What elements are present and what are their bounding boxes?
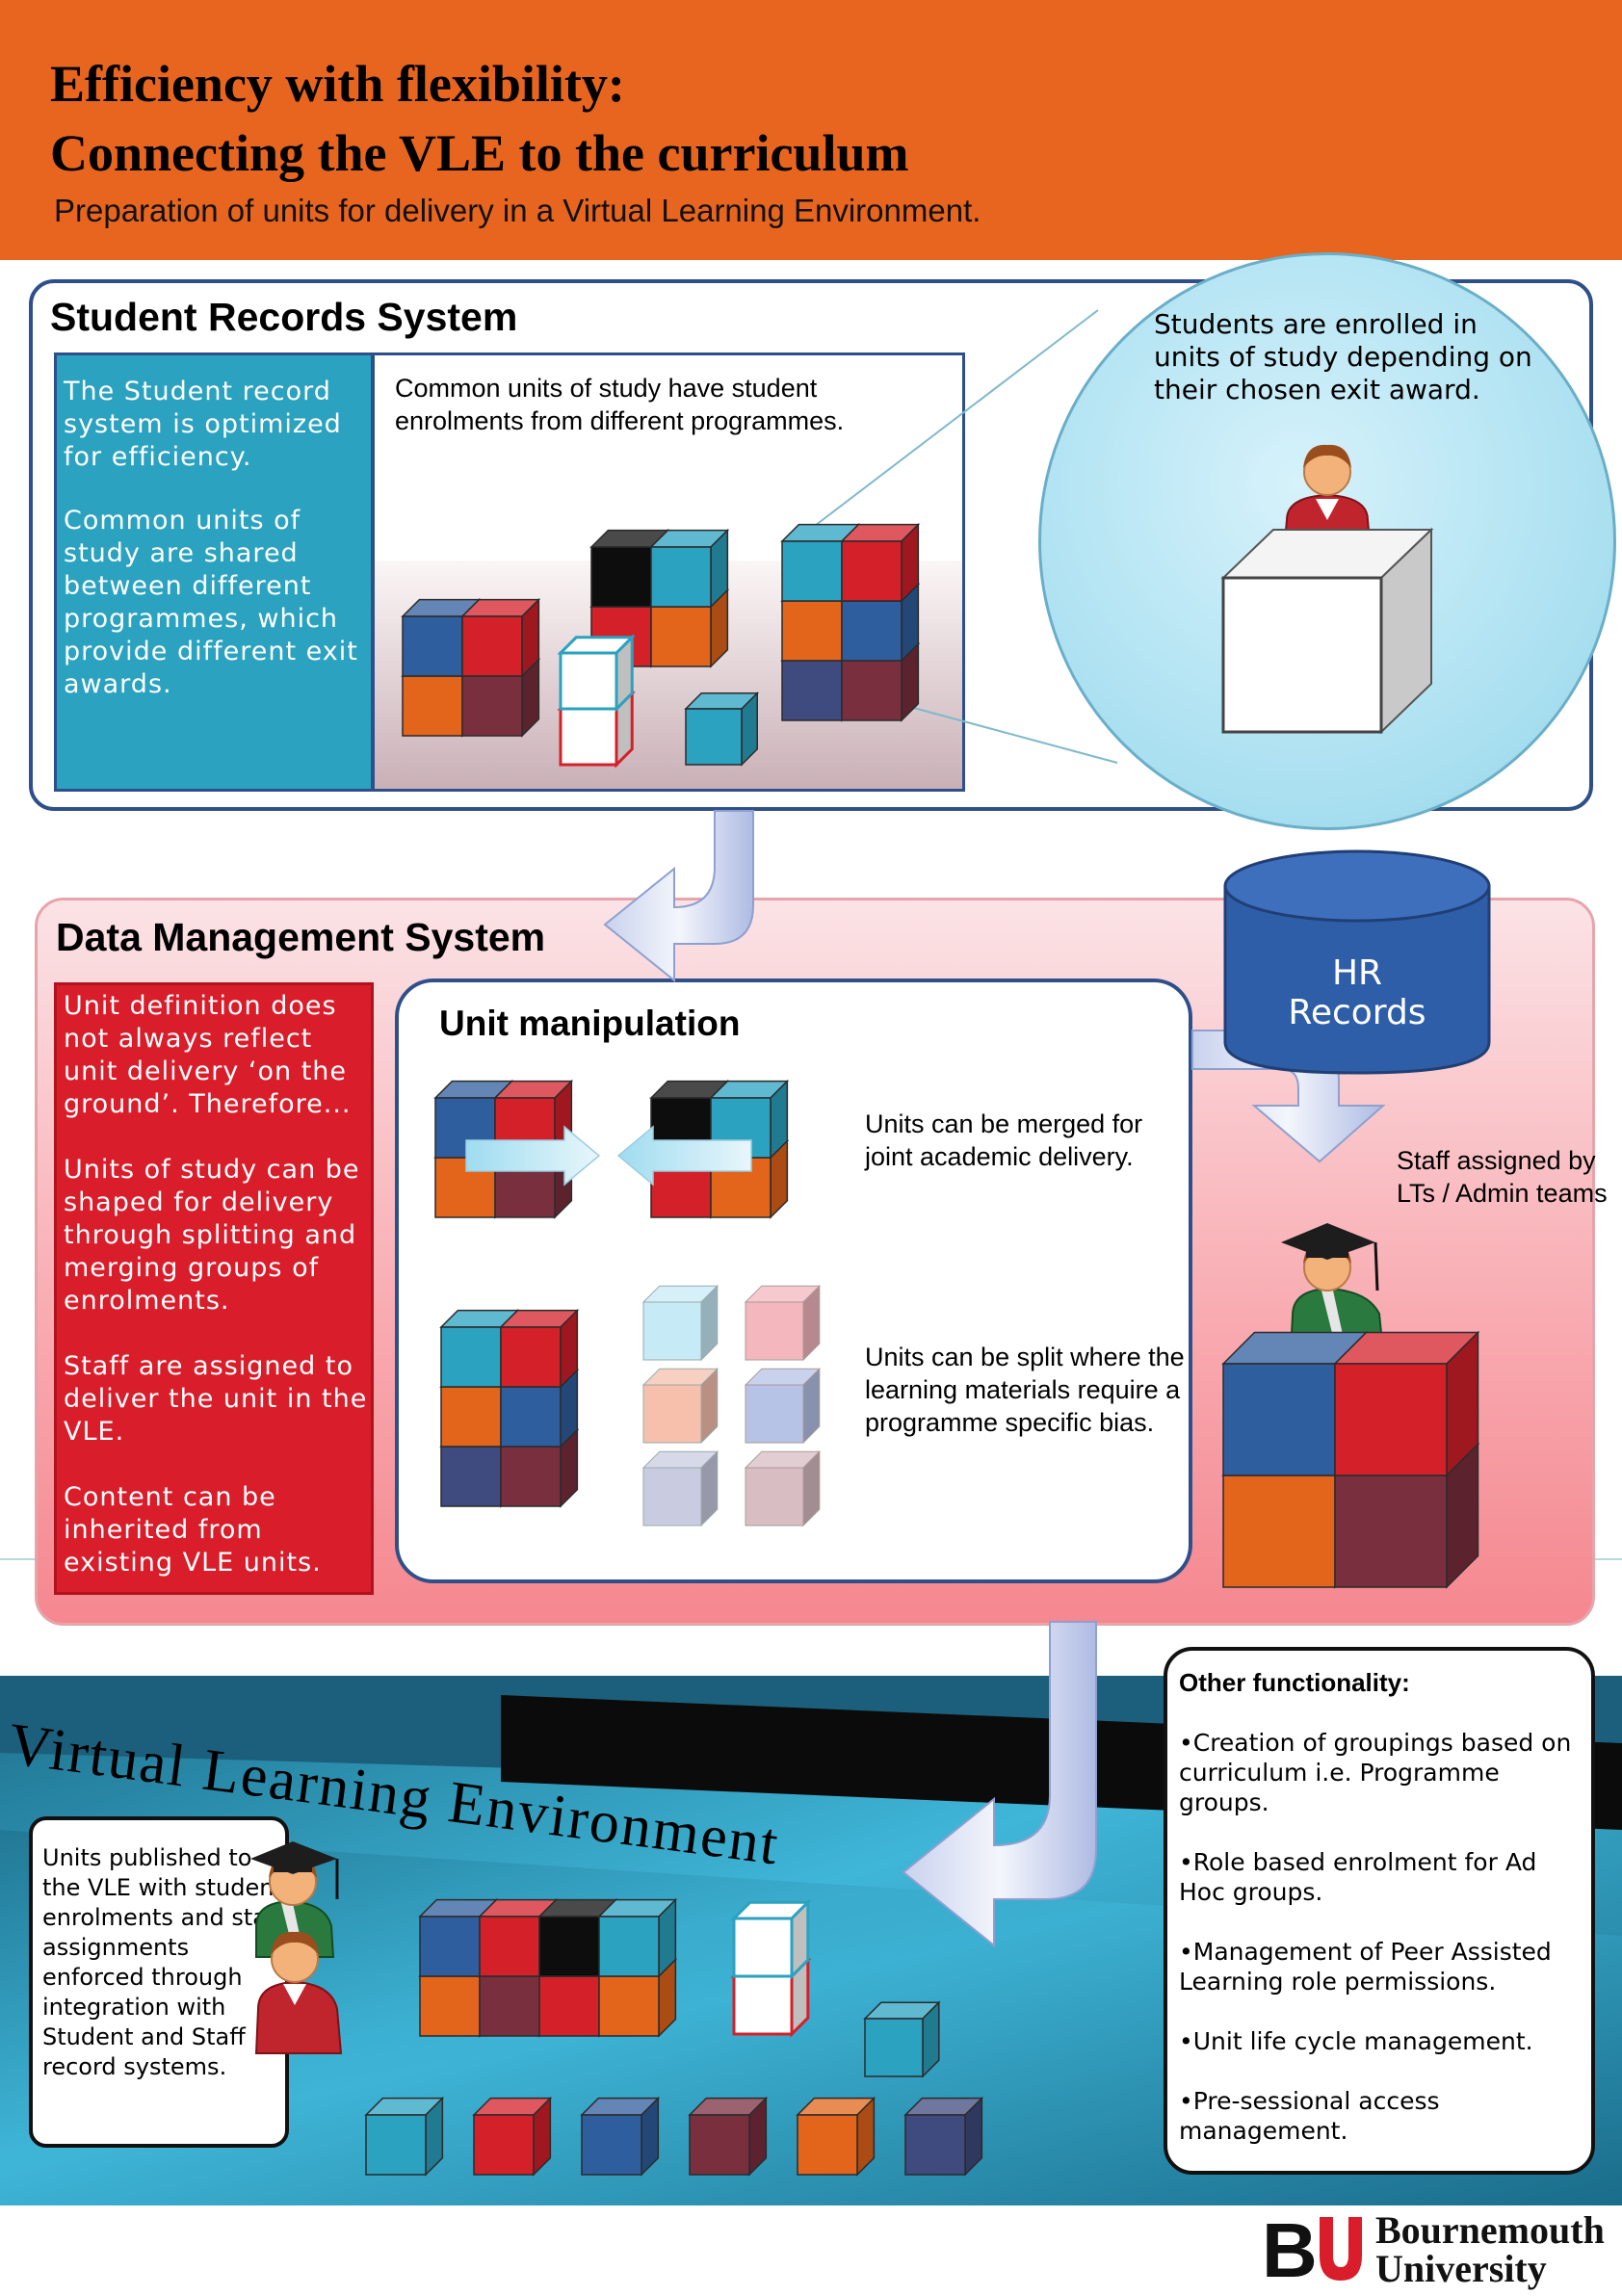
dms-text-1: Unit definition does not always reflect … [64, 991, 352, 1119]
svg-text:B: B [1262, 2211, 1318, 2284]
other-item-2: •Role based enrolment for Ad Hoc groups. [1179, 1848, 1537, 1906]
other-item-4: •Unit life cycle management. [1179, 2027, 1533, 2055]
merge-text: Units can be merged for joint academic d… [865, 1109, 1143, 1171]
student-records-info-box [54, 352, 374, 792]
database-icon [1223, 849, 1491, 1075]
student-icon [254, 1930, 343, 2054]
data-management-info-box [54, 982, 374, 1595]
other-item-3: •Management of Peer Assisted Learning ro… [1179, 1938, 1552, 1996]
vle-info-box [29, 1816, 289, 2148]
cube-face [841, 660, 903, 721]
unit-manipulation-title: Unit manipulation [439, 1004, 741, 1043]
cube-face [642, 1301, 702, 1361]
cube-face [1222, 1474, 1336, 1588]
data-management-text: Unit definition does not always reflect … [64, 990, 372, 1579]
vle-info-text: Units published to the VLE with student … [42, 1844, 283, 2080]
logo-name-line1: Bournemouth [1375, 2208, 1605, 2252]
other-functionality-box [1164, 1647, 1595, 2175]
cube-face [473, 2114, 535, 2176]
cube-face [642, 1467, 702, 1526]
cube-face [650, 606, 712, 667]
staff-assigned-text: Staff assigned by LTs / Admin teams [1397, 1146, 1608, 1208]
cube-face [440, 1386, 502, 1448]
pedestal-cube [1220, 527, 1434, 735]
cube-face [781, 540, 843, 602]
other-item-5: •Pre-sessional access management. [1179, 2087, 1440, 2145]
cube-face [745, 1467, 804, 1526]
curved-arrow-icon [603, 810, 754, 983]
cube-face [479, 1975, 540, 2037]
dms-text-3: Staff are assigned to deliver the unit i… [64, 1351, 368, 1447]
student-records-text-1: The Student record system is optimized f… [64, 377, 342, 472]
cube-face [440, 1326, 502, 1388]
cube-face [559, 707, 618, 767]
cube-face [461, 675, 523, 737]
cube-face [904, 2114, 966, 2176]
cube-face [402, 615, 463, 677]
logo-name-line2: University [1375, 2247, 1547, 2290]
cube-face [841, 540, 903, 602]
dms-text-2: Units of study can be shaped for deliver… [64, 1155, 360, 1316]
cube-face [440, 1446, 502, 1507]
common-units-text: Common units of study have student enrol… [395, 374, 845, 435]
cube-face [538, 1975, 600, 2037]
dms-text-4: Content can be inherited from existing V… [64, 1482, 322, 1578]
cube-face [500, 1386, 562, 1448]
cube-face [1334, 1363, 1448, 1476]
cube-face [598, 1975, 660, 2037]
hr-records-label: HR Records [1288, 953, 1426, 1032]
cube-face [745, 1384, 804, 1444]
cube-face [732, 1974, 794, 2036]
enrolment-circle-text: Students are enrolled in units of study … [1154, 308, 1532, 405]
page-title-line1: Efficiency with flexibility: [50, 55, 625, 113]
split-text: Units can be split where the learning ma… [865, 1343, 1185, 1437]
cube-face [1222, 1363, 1336, 1476]
cube-group [364, 522, 1480, 2177]
cube-face [797, 2114, 858, 2176]
page-title-line2: Connecting the VLE to the curriculum [50, 124, 909, 182]
other-item-1: •Creation of groupings based on curricul… [1179, 1729, 1572, 1816]
cube-face [559, 651, 618, 711]
cube-face [402, 675, 463, 737]
cube-face [841, 600, 903, 662]
cube-face [650, 546, 712, 608]
student-records-text-2: Common units of study are shared between… [64, 506, 358, 699]
cube-face [581, 2114, 642, 2176]
merge-arrow-left [616, 1125, 752, 1187]
cube-face [781, 600, 843, 662]
merge-arrow-right [465, 1125, 601, 1187]
cube-face [685, 708, 743, 766]
page-subtitle: Preparation of units for delivery in a V… [54, 193, 981, 228]
cube-face [538, 1916, 600, 1977]
cube-face [590, 546, 652, 608]
cube-face [598, 1916, 660, 1977]
cube-face [689, 2114, 750, 2176]
cube-face [745, 1301, 804, 1361]
cube-face [365, 2114, 427, 2176]
other-functionality-title: Other functionality: [1179, 1668, 1410, 1697]
data-management-title: Data Management System [56, 915, 546, 959]
cube-face [732, 1917, 794, 1978]
cube-face [500, 1326, 562, 1388]
curved-arrow-icon [902, 1621, 1097, 1948]
cube-face [781, 660, 843, 721]
cube-face [419, 1975, 481, 2037]
cube-face [500, 1446, 562, 1507]
cube-face [479, 1916, 540, 1977]
cube-face [1334, 1474, 1448, 1588]
cube-face [461, 615, 523, 677]
student-records-title: Student Records System [50, 295, 518, 339]
bournemouth-logo-icon: B [1262, 2211, 1362, 2284]
cube-face [419, 1916, 481, 1977]
cube-face [864, 2018, 924, 2077]
header-banner [0, 0, 1622, 260]
cube-face [642, 1384, 702, 1444]
